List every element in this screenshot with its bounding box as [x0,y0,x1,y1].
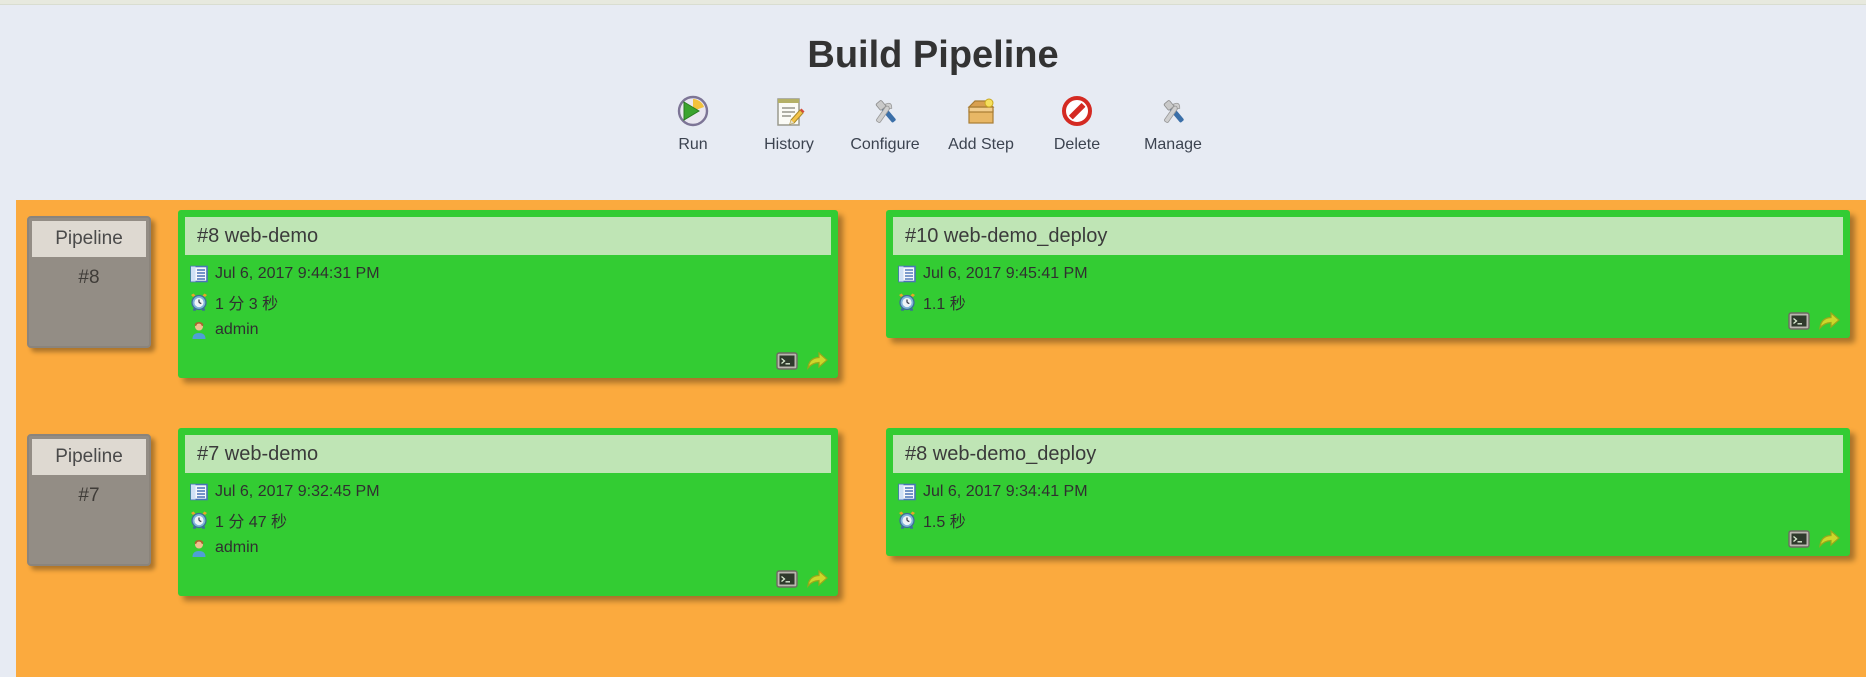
build-user-line: admin [190,535,838,561]
build-duration-line: 1 分 3 秒 [190,289,838,315]
toolbar-item-configure[interactable]: Configure [837,93,933,154]
build-card[interactable]: #8 web-demo [178,210,838,378]
calendar-icon [898,483,916,501]
manage-icon [1155,93,1191,129]
build-card-title: #10 web-demo_deploy [893,217,1843,255]
build-duration-text: 1 分 3 秒 [215,296,279,313]
connector-arrow-icon [849,274,1710,300]
build-card-meta: Jul 6, 2017 9:44:31 PM [178,255,838,343]
calendar-icon [190,483,208,501]
build-duration-text: 1 分 47 秒 [215,514,288,531]
alarm-clock-icon [190,293,208,311]
build-card[interactable]: #7 web-demo [178,428,838,596]
build-date-text: Jul 6, 2017 9:32:45 PM [215,483,380,500]
configure-icon [867,93,903,129]
delete-icon [1059,93,1095,129]
toolbar-label-delete: Delete [1053,136,1101,153]
history-icon [771,93,807,129]
build-card-actions [1788,528,1840,550]
build-card-meta: Jul 6, 2017 9:45:41 PM [886,255,1850,315]
pipeline-box-number: #8 [78,267,100,288]
toolbar-item-manage[interactable]: Manage [1125,93,1221,154]
build-date-text: Jul 6, 2017 9:34:41 PM [923,483,1088,500]
calendar-icon [190,265,208,283]
toolbar-label-manage: Manage [1144,136,1202,153]
console-icon[interactable] [1788,310,1810,332]
rerun-arrow-icon[interactable] [1818,528,1840,550]
build-card-meta: Jul 6, 2017 9:32:45 PM [178,473,838,561]
rerun-arrow-icon[interactable] [806,350,828,372]
alarm-clock-icon [190,511,208,529]
build-date-text: Jul 6, 2017 9:45:41 PM [923,265,1088,282]
pipeline-row: Pipeline #8 #8 web-demo [16,200,1866,426]
top-divider [0,0,1866,5]
build-date-line: Jul 6, 2017 9:34:41 PM [898,479,1850,505]
add-step-icon [963,93,999,129]
build-card[interactable]: #8 web-demo_deploy [886,428,1850,556]
toolbar-label-configure: Configure [850,136,920,153]
rerun-arrow-icon[interactable] [806,568,828,590]
alarm-clock-icon [898,511,916,529]
build-card-actions [776,350,828,372]
toolbar-label-history: History [764,136,814,153]
build-card-title: #8 web-demo_deploy [893,435,1843,473]
toolbar-item-add-step[interactable]: Add Step [933,93,1029,154]
build-card-meta: Jul 6, 2017 9:34:41 PM [886,473,1850,533]
connector-arrow-icon [849,492,1710,518]
build-user-text: admin [215,321,259,338]
pipeline-box-label: Pipeline [32,221,146,257]
build-card-actions [1788,310,1840,332]
build-user-line: admin [190,317,838,343]
toolbar-item-history[interactable]: History [741,93,837,154]
calendar-icon [898,265,916,283]
build-card-title: #7 web-demo [185,435,831,473]
build-duration-line: 1.5 秒 [898,507,1850,533]
build-date-line: Jul 6, 2017 9:44:31 PM [190,261,838,287]
rerun-arrow-icon[interactable] [1818,310,1840,332]
pipeline-box-number: #7 [78,485,100,506]
build-duration-text: 1.5 秒 [923,514,966,531]
console-icon[interactable] [776,568,798,590]
build-card[interactable]: #10 web-demo_deploy [886,210,1850,338]
build-duration-text: 1.1 秒 [923,296,966,313]
toolbar-label-add-step: Add Step [948,136,1014,153]
build-user-text: admin [215,539,259,556]
build-date-line: Jul 6, 2017 9:32:45 PM [190,479,838,505]
pipeline-box-label: Pipeline [32,439,146,475]
build-card-title: #8 web-demo [185,217,831,255]
pipeline-board: Pipeline #8 #8 web-demo [16,200,1866,677]
user-icon [190,321,208,339]
pipeline-id-box[interactable]: Pipeline #8 [27,216,151,348]
build-duration-line: 1.1 秒 [898,289,1850,315]
console-icon[interactable] [1788,528,1810,550]
page-header: Build Pipeline Run [0,5,1866,201]
user-icon [190,539,208,557]
build-date-line: Jul 6, 2017 9:45:41 PM [898,261,1850,287]
pipeline-id-box[interactable]: Pipeline #7 [27,434,151,566]
alarm-clock-icon [898,293,916,311]
toolbar: Run [0,93,1866,154]
build-card-actions [776,568,828,590]
pipeline-row: Pipeline #7 #7 web-demo [16,418,1866,644]
build-date-text: Jul 6, 2017 9:44:31 PM [215,265,380,282]
build-duration-line: 1 分 47 秒 [190,507,838,533]
toolbar-item-run[interactable]: Run [645,93,741,154]
toolbar-item-delete[interactable]: Delete [1029,93,1125,154]
page-title: Build Pipeline [807,34,1059,76]
run-icon [675,93,711,129]
toolbar-label-run: Run [678,136,708,153]
console-icon[interactable] [776,350,798,372]
